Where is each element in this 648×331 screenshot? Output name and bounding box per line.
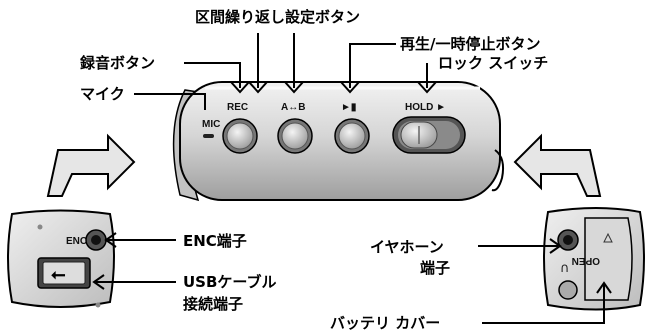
left-arrow-icon	[46, 133, 136, 197]
hold-switch[interactable]	[392, 116, 466, 154]
usb-port: ⭠	[37, 257, 91, 289]
open-arrow-icon	[603, 232, 613, 243]
headphone-icon: ∩	[560, 261, 570, 276]
earphone-callout-2: 端子	[420, 259, 450, 277]
right-arrow-icon	[513, 133, 602, 197]
earphone-jack	[557, 229, 579, 251]
callout-lines-top	[134, 33, 437, 110]
mic-label: MIC	[202, 119, 220, 130]
usb-icon: ⭠	[51, 264, 66, 285]
play-pause-label: ►▮	[341, 102, 356, 113]
enc-port-callout: ENC端子	[183, 232, 247, 250]
earphone-callout-1: イヤホーン	[370, 238, 444, 256]
callout-lines-right	[478, 238, 612, 324]
callout-lines-left	[92, 232, 176, 290]
rec-button[interactable]	[222, 118, 258, 154]
hold-switch-label: HOLD ►	[405, 102, 446, 113]
enc-port-text: ENC	[66, 236, 87, 247]
mic-callout: マイク	[80, 85, 125, 103]
play-pause-callout: 再生/一時停止ボタン	[400, 35, 540, 53]
play-pause-button[interactable]	[334, 118, 370, 154]
open-text: OPEN	[572, 255, 600, 266]
ab-button-callout: 区間繰り返し設定ボタン	[195, 8, 360, 26]
ab-button-label: A↔B	[281, 102, 305, 113]
battery-cover-shape	[584, 217, 633, 301]
usb-port-callout-2: 接続端子	[183, 295, 243, 313]
ab-repeat-button[interactable]	[277, 118, 313, 154]
lanyard-hole	[558, 280, 578, 300]
rec-button-label: REC	[227, 102, 248, 113]
usb-port-callout-1: USBケーブル	[183, 273, 277, 291]
rec-button-callout: 録音ボタン	[80, 54, 155, 72]
mic-hole	[203, 134, 214, 138]
battery-cover-callout: バッテリ カバー	[330, 314, 440, 331]
hold-switch-callout: ロック スイッチ	[438, 54, 548, 72]
enc-port	[85, 229, 107, 251]
